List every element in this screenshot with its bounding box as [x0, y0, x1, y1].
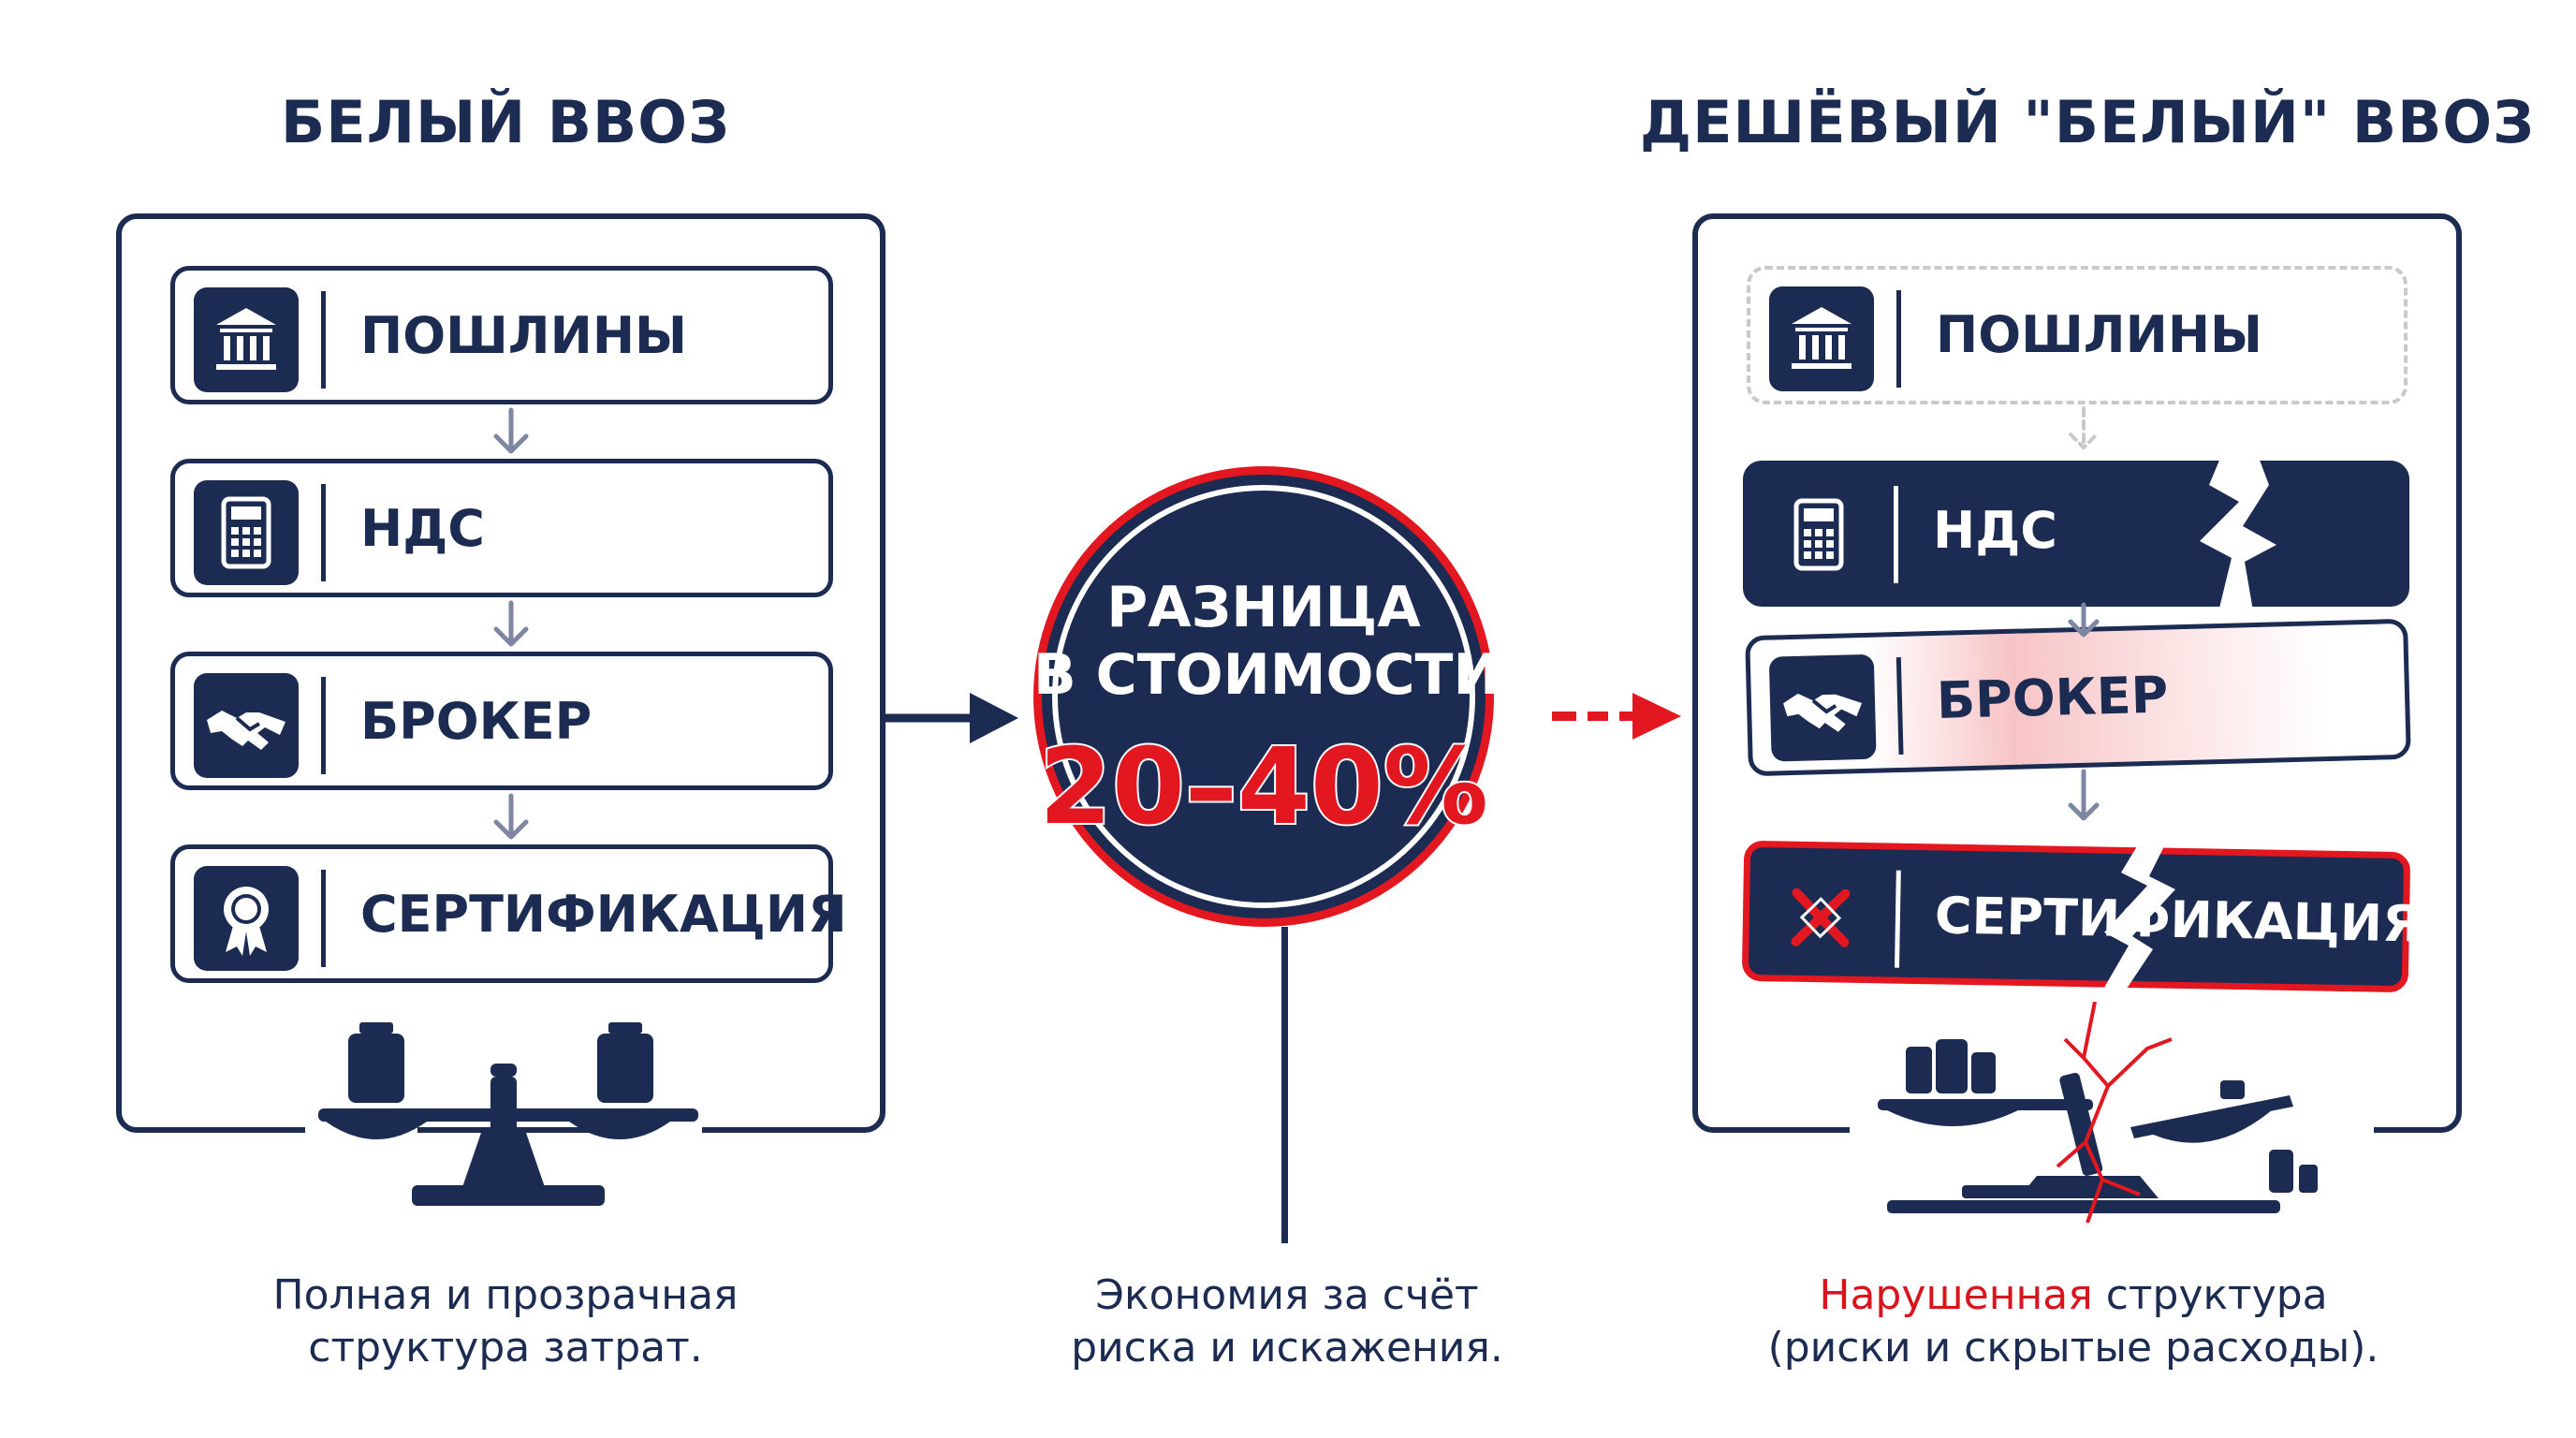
crack-icon [2087, 820, 2177, 1017]
caption-line: структура затрат. [308, 1324, 703, 1372]
right-step-duties: ПОШЛИНЫ [1747, 266, 2408, 404]
step-label: НДС [1933, 501, 2057, 560]
right-step-vat: НДС [1743, 461, 2409, 607]
calculator-icon [1766, 482, 1871, 587]
caption-line: риска и искажения. [1071, 1324, 1503, 1372]
handshake-icon [1768, 653, 1877, 762]
crack-icon [2200, 440, 2276, 627]
left-step-vat: НДС [170, 459, 833, 597]
caption-line: Экономия за счёт [1095, 1271, 1479, 1319]
left-flow-arrows [493, 407, 529, 840]
difference-percent: 20–40% [1037, 725, 1490, 850]
center-stem [1281, 927, 1288, 1243]
bank-icon [194, 287, 299, 392]
dashed-arrow-to-risk [1552, 693, 1681, 740]
certificate-icon [194, 866, 299, 971]
separator [1894, 486, 1898, 583]
left-step-broker: БРОКЕР [170, 652, 833, 790]
step-label: НДС [360, 499, 485, 558]
left-step-certification: СЕРТИФИКАЦИЯ [170, 844, 847, 983]
separator [1895, 870, 1901, 968]
cross-icon [1767, 864, 1874, 971]
right-title: ДЕШЁВЫЙ "БЕЛЫЙ" ВВОЗ [1639, 88, 2536, 156]
left-step-duties: ПОШЛИНЫ [170, 266, 833, 404]
separator [1895, 656, 1904, 756]
difference-line1: РАЗНИЦА [1106, 575, 1421, 640]
step-label: ПОШЛИНЫ [1936, 305, 2262, 364]
caption-highlight: Нарушенная [1819, 1271, 2093, 1319]
caption-line: Нарушенная структура [1713, 1269, 2434, 1322]
calculator-icon [194, 480, 299, 585]
right-step-certification: СЕРТИФИКАЦИЯ [1741, 840, 2422, 993]
right-step-broker: БРОКЕР [1745, 618, 2411, 777]
caption-line: Полная и прозрачная [272, 1271, 739, 1319]
left-title: БЕЛЫЙ ВВОЗ [280, 88, 731, 156]
difference-badge-ring [1052, 485, 1475, 908]
step-label: СЕРТИФИКАЦИЯ [360, 885, 847, 944]
center-caption: Экономия за счёт риска и искажения. [973, 1269, 1601, 1374]
balanced-scale-icon [305, 1022, 702, 1206]
step-label: ПОШЛИНЫ [360, 306, 687, 365]
separator [321, 677, 326, 774]
right-caption: Нарушенная структура (риски и скрытые ра… [1713, 1269, 2434, 1374]
caption-line: (риски и скрытые расходы). [1767, 1324, 2379, 1372]
separator [321, 291, 326, 389]
left-caption: Полная и прозрачная структура затрат. [187, 1269, 824, 1374]
difference-line2: В СТОИМОСТИ [1033, 642, 1500, 708]
step-label: БРОКЕР [360, 692, 593, 751]
separator [321, 484, 326, 581]
right-flow-arrows [2068, 406, 2100, 821]
caption-rest: структура [2092, 1271, 2328, 1319]
broken-scale-icon [1850, 1002, 2374, 1223]
step-label: БРОКЕР [1936, 665, 2170, 730]
separator [1896, 290, 1901, 388]
bank-icon [1769, 286, 1874, 391]
handshake-icon [194, 673, 299, 778]
arrow-to-difference [884, 693, 1018, 743]
separator [321, 870, 326, 967]
